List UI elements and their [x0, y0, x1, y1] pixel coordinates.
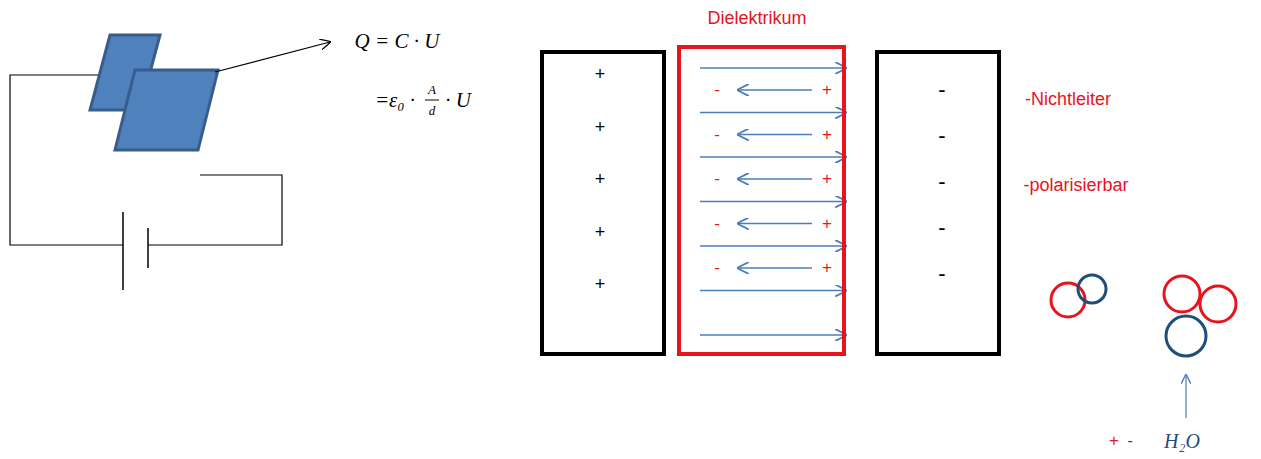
dielectric-box: Dielektrikum-+-+-+-+-+ — [677, 45, 846, 356]
formula: d — [429, 104, 436, 118]
capacitor-plates — [90, 35, 218, 150]
node-heading: Dielektrikum — [707, 9, 806, 29]
charge-sign: - — [938, 216, 945, 240]
pointer-arrow — [1185, 375, 1186, 418]
charge-sign: - — [1127, 432, 1133, 451]
field-arrow — [700, 334, 846, 336]
molecule-label: H₂O — [1164, 430, 1200, 452]
charge-sign: - — [938, 124, 945, 148]
charge-sign: + — [595, 223, 606, 243]
charge-sign: - — [714, 125, 720, 144]
charge-sign: + — [822, 170, 832, 189]
pointer-arrow — [215, 42, 330, 72]
polarization-arrow — [738, 223, 812, 225]
charge-sign: + — [595, 118, 606, 138]
charge-sign: - — [938, 262, 945, 286]
charge-sign: + — [822, 125, 832, 144]
property-label: -polarisierbar — [1023, 176, 1128, 196]
polarization-arrow — [738, 267, 812, 269]
polarization-arrow — [738, 134, 812, 136]
charge-sign: + — [595, 170, 606, 190]
field-arrow — [700, 156, 846, 158]
molecule — [1051, 275, 1106, 317]
formula: · U — [445, 89, 471, 112]
charge-sign: - — [938, 78, 945, 102]
capacitor-plate-box: - - - - - — [875, 50, 1001, 356]
charge-sign: - — [714, 214, 720, 233]
charge-sign: - — [714, 170, 720, 189]
polarization-arrow — [738, 89, 812, 91]
field-arrow — [700, 67, 846, 69]
capacitor-plate-box: + + + + + — [540, 50, 666, 356]
charge-sign: + — [822, 214, 832, 233]
charge-sign: + — [822, 81, 832, 100]
field-arrow — [700, 290, 846, 292]
formula: =ε₀ · — [375, 89, 415, 112]
water-molecule — [1164, 276, 1236, 356]
charge-sign: - — [938, 170, 945, 194]
field-arrows — [700, 68, 846, 335]
charge-sign: + — [1109, 432, 1119, 451]
field-arrow — [700, 245, 846, 247]
field-arrow — [700, 201, 846, 203]
battery-symbol — [123, 212, 148, 290]
charge-sign: + — [595, 275, 606, 295]
property-label: -Nichtleiter — [1025, 90, 1111, 110]
field-arrow — [700, 112, 846, 114]
fraction-bar — [425, 100, 439, 101]
charge-sign: - — [714, 81, 720, 100]
formula: A — [428, 83, 436, 97]
charge-sign: - — [714, 259, 720, 278]
polarization-arrow — [738, 178, 812, 180]
formula: Q = C · U — [355, 30, 440, 53]
charge-sign: + — [595, 65, 606, 85]
charge-sign: + — [822, 259, 832, 278]
